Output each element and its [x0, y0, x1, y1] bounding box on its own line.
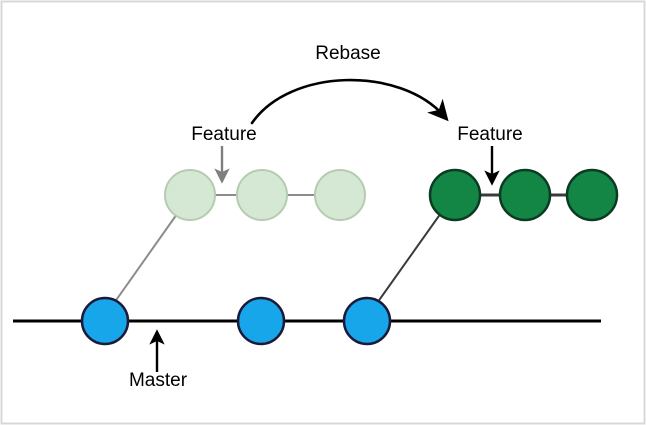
master-label: Master [129, 370, 188, 391]
commit-node-feature-after-3[interactable] [565, 168, 619, 222]
commit-node-feature-before-2[interactable] [236, 169, 288, 221]
commit-node-master-1[interactable] [80, 296, 130, 346]
commit-node-master-3[interactable] [342, 296, 392, 346]
branch-connector-faded [106, 213, 178, 314]
commit-node-master-2[interactable] [236, 296, 286, 346]
commit-node-feature-after-2[interactable] [498, 168, 552, 222]
rebase-label: Rebase [315, 43, 381, 64]
feature-before-label: Feature [191, 124, 256, 145]
rebase-curved-arrow [250, 78, 449, 125]
feature-after-label: Feature [457, 124, 522, 145]
commit-node-feature-before-1[interactable] [164, 169, 216, 221]
branch-connector-solid [369, 212, 442, 314]
commit-node-feature-after-1[interactable] [428, 168, 482, 222]
commit-node-feature-before-3[interactable] [314, 169, 366, 221]
